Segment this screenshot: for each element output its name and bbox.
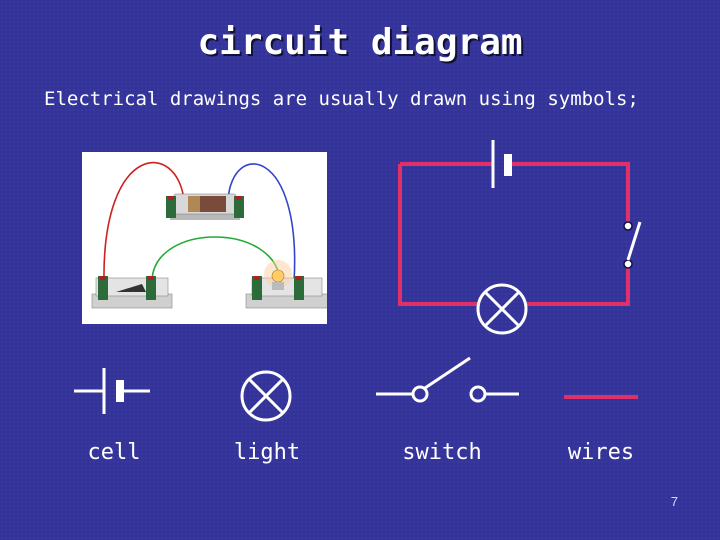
light-label: light [233, 440, 301, 465]
cell-symbol-icon [74, 366, 154, 420]
switch-label: switch [402, 440, 482, 465]
circuit-schematic [395, 134, 645, 348]
slide-title: circuit diagram [197, 22, 523, 63]
slide-subtitle: Electrical drawings are usually drawn us… [44, 88, 639, 110]
page-number: 7 [670, 494, 678, 509]
wires-label: wires [567, 440, 635, 465]
schematic-lamp-icon [476, 283, 528, 335]
schematic-switch-icon [623, 221, 642, 269]
light-symbol-icon [236, 370, 298, 426]
circuit-illustration [82, 152, 327, 324]
schematic-cell-icon [491, 140, 512, 188]
switch-symbol-icon [376, 356, 522, 416]
wires-symbol-icon [564, 388, 640, 407]
cell-label: cell [87, 440, 141, 465]
